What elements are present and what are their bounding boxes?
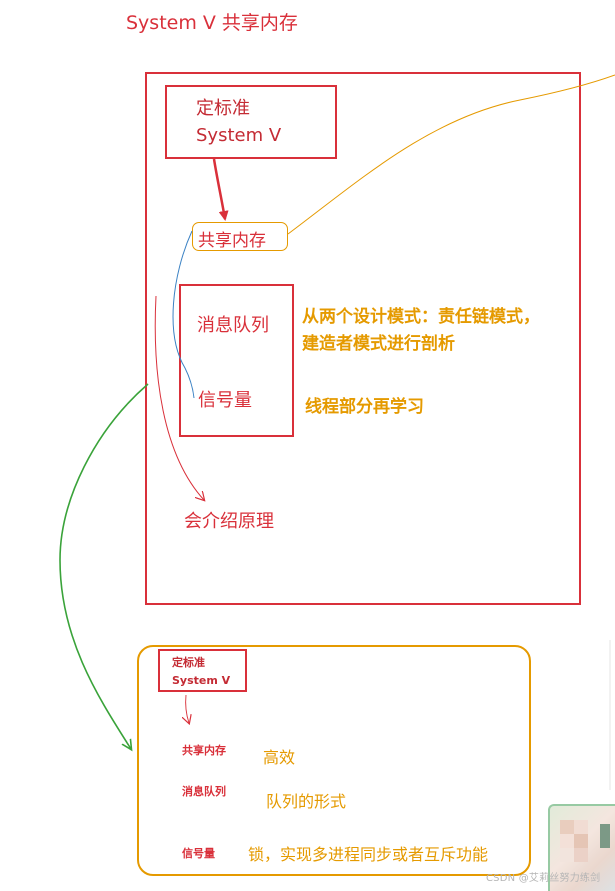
- shared-memory-orange-curve: [288, 75, 615, 234]
- summary-standard-arrow: [186, 695, 189, 723]
- standard-to-shared-memory-arrow: [214, 159, 225, 219]
- shared-memory-to-semaphore-curve: [173, 231, 194, 398]
- to-summary-green-curve: [60, 384, 148, 749]
- ipc-to-intro-principle-curve: [155, 296, 204, 500]
